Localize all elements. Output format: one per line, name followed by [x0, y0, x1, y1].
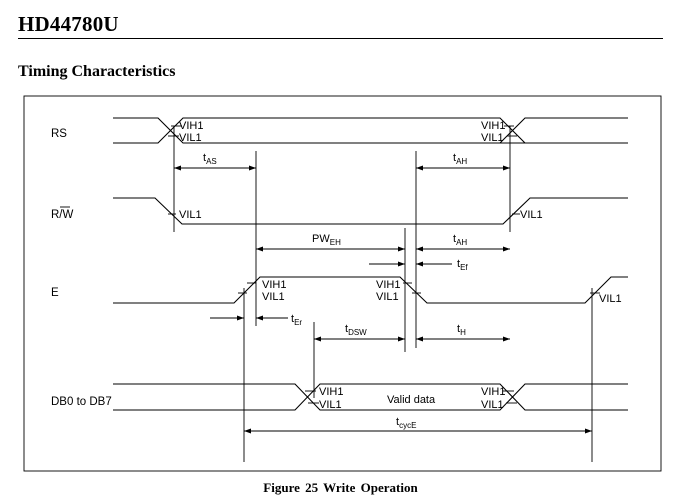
signal-label-rs: RS: [51, 128, 67, 140]
rs-vil1-right: VIL1: [481, 132, 504, 144]
label-t-as: tAS: [203, 152, 217, 166]
db-waveform: [113, 383, 628, 411]
dimension-arrows: [174, 165, 592, 434]
label-t-ef: tEf: [457, 258, 468, 272]
e-vil1-fall: VIL1: [376, 291, 399, 303]
db-vil1-left: VIL1: [319, 399, 342, 411]
e-vil1-next: VIL1: [599, 293, 622, 305]
signal-label-db: DB0 to DB7: [51, 396, 112, 408]
rw-vil1-left: VIL1: [179, 209, 202, 221]
figure-caption: Figure 25 Write Operation: [263, 480, 418, 495]
label-t-h: tH: [457, 323, 466, 337]
rs-vil1-left: VIL1: [179, 132, 202, 144]
label-t-ah-rw: tAH: [453, 233, 467, 247]
title-divider: [18, 38, 663, 39]
label-pw-eh: PWEH: [312, 233, 341, 247]
signal-label-rw: R/W: [51, 209, 74, 221]
e-vil1-rise: VIL1: [262, 291, 285, 303]
label-t-dsw: tDSW: [345, 323, 367, 337]
section-title: Timing Characteristics: [18, 63, 176, 80]
db-vih1-right: VIH1: [481, 386, 505, 398]
rw-vil1-right: VIL1: [520, 209, 543, 221]
label-t-ah-rs: tAH: [453, 152, 467, 166]
label-t-cyce: tcycE: [396, 416, 416, 430]
e-vih1-rise: VIH1: [262, 279, 286, 291]
e-vih1-fall: VIH1: [376, 279, 400, 291]
figure-frame: [23, 95, 662, 472]
db-vil1-right: VIL1: [481, 399, 504, 411]
reference-lines: [173, 126, 593, 462]
label-t-er: tEr: [291, 313, 302, 327]
db-vih1-left: VIH1: [319, 386, 343, 398]
rw-waveform: [113, 197, 628, 225]
rs-waveform: [113, 117, 628, 144]
valid-data-label: Valid data: [387, 394, 436, 406]
signal-label-e: E: [51, 287, 59, 299]
document-title: HD44780U: [18, 12, 119, 36]
rs-vih1-right: VIH1: [481, 120, 505, 132]
e-waveform: [113, 276, 628, 304]
rs-vih1-left: VIH1: [179, 120, 203, 132]
